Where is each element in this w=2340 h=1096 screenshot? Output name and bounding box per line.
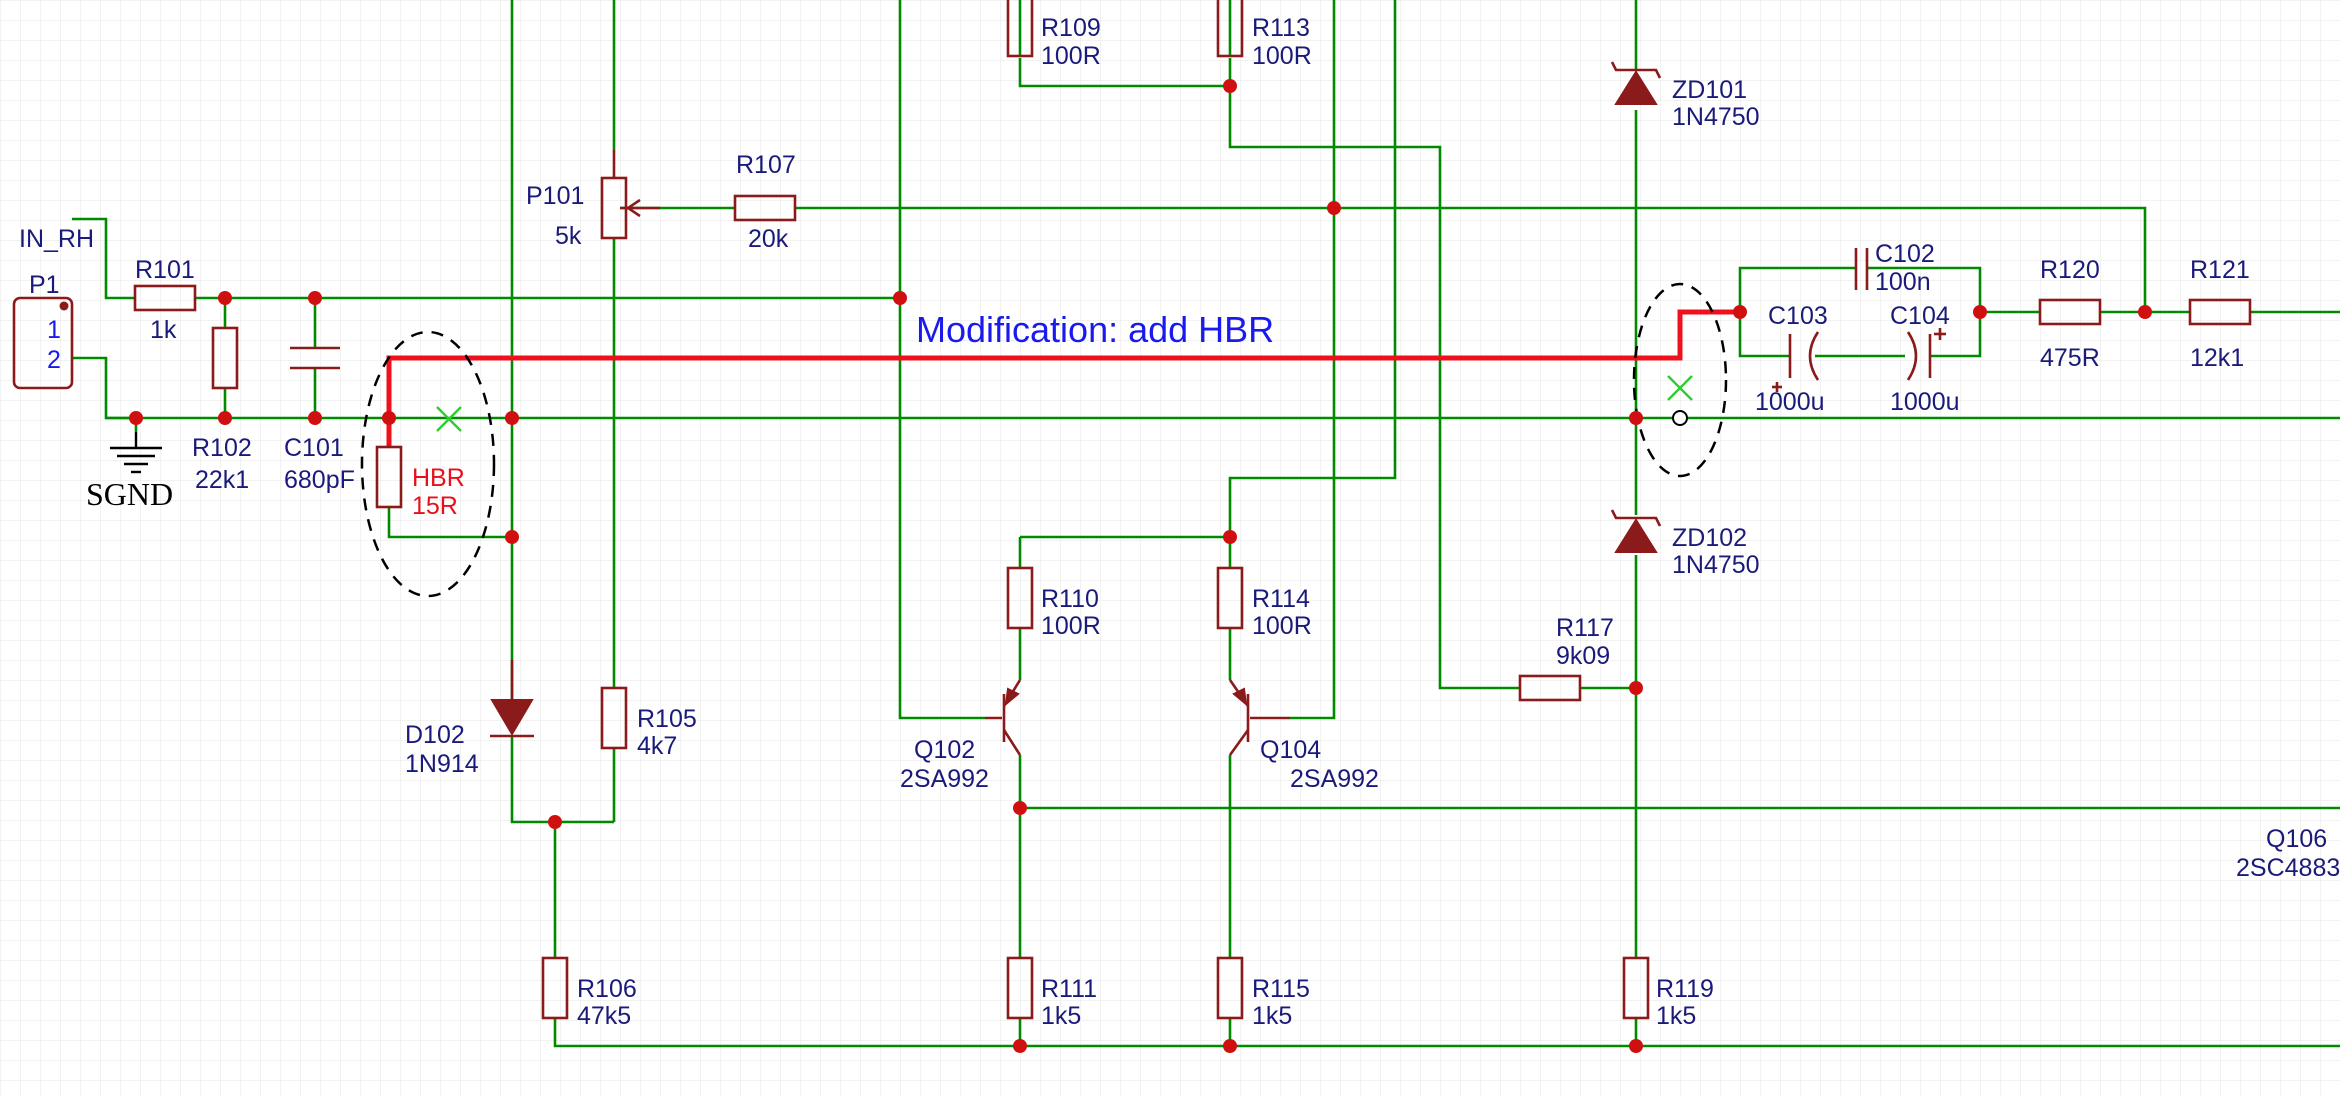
d102-diode bbox=[490, 660, 534, 738]
r102-resistor bbox=[211, 326, 239, 390]
hbr-ref: HBR bbox=[412, 464, 465, 492]
c103-value: 1000u bbox=[1755, 388, 1825, 416]
r111-resistor bbox=[1006, 956, 1034, 1020]
r101-value: 1k bbox=[150, 316, 177, 344]
r114-value: 100R bbox=[1252, 612, 1312, 640]
r120-ref: R120 bbox=[2040, 256, 2100, 284]
q104-value: 2SA992 bbox=[1290, 765, 1379, 793]
modification-highlight-right bbox=[1632, 282, 1728, 478]
p101-value: 5k bbox=[555, 222, 582, 250]
hbr-resistor bbox=[375, 445, 403, 509]
c102-value: 100n bbox=[1875, 268, 1931, 296]
r105-ref: R105 bbox=[637, 705, 697, 733]
q102-value: 2SA992 bbox=[900, 765, 989, 793]
r109-ref: R109 bbox=[1041, 14, 1101, 42]
r120-resistor bbox=[2038, 298, 2102, 326]
no-connect-marker-left bbox=[436, 406, 462, 432]
zd102-zener bbox=[1610, 509, 1662, 553]
d102-value: 1N914 bbox=[405, 750, 479, 778]
r109-value: 100R bbox=[1041, 42, 1101, 70]
r115-value: 1k5 bbox=[1252, 1002, 1292, 1030]
r102-ref: R102 bbox=[192, 434, 252, 462]
connector-pin-2: 2 bbox=[47, 346, 61, 374]
c101-capacitor bbox=[290, 346, 340, 370]
r119-value: 1k5 bbox=[1656, 1002, 1696, 1030]
r117-resistor bbox=[1518, 674, 1582, 702]
q106-ref: Q106 bbox=[2266, 825, 2327, 853]
r109-resistor bbox=[1006, 0, 1034, 58]
zd101-zener bbox=[1610, 61, 1662, 105]
connector-ref: P1 bbox=[29, 271, 60, 299]
r106-ref: R106 bbox=[577, 975, 637, 1003]
junctions bbox=[129, 79, 2152, 1053]
q102-transistor bbox=[985, 679, 1022, 756]
c104-capacitor bbox=[1906, 328, 1946, 381]
r117-value: 9k09 bbox=[1556, 642, 1610, 670]
p101-potentiometer bbox=[600, 150, 660, 240]
r107-resistor bbox=[733, 194, 797, 222]
c102-ref: C102 bbox=[1875, 240, 1935, 268]
d102-ref: D102 bbox=[405, 721, 465, 749]
r101-ref: R101 bbox=[135, 256, 195, 284]
c102-capacitor bbox=[1854, 248, 1869, 290]
net-label: IN_RH bbox=[19, 225, 94, 253]
r113-ref: R113 bbox=[1252, 14, 1310, 42]
r110-value: 100R bbox=[1041, 612, 1101, 640]
q106-value: 2SC4883 bbox=[2236, 854, 2340, 882]
no-connect-marker-right bbox=[1667, 375, 1693, 401]
c101-value: 680pF bbox=[284, 466, 355, 494]
r119-resistor bbox=[1622, 956, 1650, 1020]
connector-pin-1: 1 bbox=[47, 316, 61, 344]
r111-value: 1k5 bbox=[1041, 1002, 1081, 1030]
annotation-text: Modification: add HBR bbox=[916, 309, 1274, 350]
r115-ref: R115 bbox=[1252, 975, 1310, 1003]
r106-value: 47k5 bbox=[577, 1002, 631, 1030]
r121-resistor bbox=[2188, 298, 2252, 326]
ground-label: SGND bbox=[86, 476, 173, 512]
r105-value: 4k7 bbox=[637, 732, 677, 760]
r105-resistor bbox=[600, 686, 628, 750]
modification-wire bbox=[386, 309, 1740, 447]
r101-resistor bbox=[133, 284, 197, 312]
c104-value: 1000u bbox=[1890, 388, 1960, 416]
r114-ref: R114 bbox=[1252, 585, 1310, 613]
r119-ref: R119 bbox=[1656, 975, 1714, 1003]
r111-ref: R111 bbox=[1041, 975, 1097, 1003]
c104-ref: C104 bbox=[1890, 302, 1950, 330]
r113-value: 100R bbox=[1252, 42, 1312, 70]
q102-ref: Q102 bbox=[914, 736, 975, 764]
r121-value: 12k1 bbox=[2190, 344, 2244, 372]
r115-resistor bbox=[1216, 956, 1244, 1020]
r110-resistor bbox=[1006, 566, 1034, 630]
p101-ref: P101 bbox=[526, 182, 584, 210]
r121-ref: R121 bbox=[2190, 256, 2250, 284]
r113-resistor bbox=[1216, 0, 1244, 58]
r114-resistor bbox=[1216, 566, 1244, 630]
r107-ref: R107 bbox=[736, 151, 796, 179]
c103-ref: C103 bbox=[1768, 302, 1828, 330]
modification-highlight-left bbox=[360, 330, 496, 598]
open-pin-marker bbox=[1672, 410, 1688, 426]
hbr-value: 15R bbox=[412, 492, 458, 520]
zd101-value: 1N4750 bbox=[1672, 103, 1760, 131]
q104-ref: Q104 bbox=[1260, 736, 1321, 764]
r120-value: 475R bbox=[2040, 344, 2100, 372]
q104-transistor bbox=[1228, 679, 1290, 756]
ground-icon bbox=[110, 432, 162, 474]
r102-value: 22k1 bbox=[195, 466, 249, 494]
connector-p1 bbox=[12, 296, 74, 390]
zd101-ref: ZD101 bbox=[1672, 76, 1747, 104]
r107-value: 20k bbox=[748, 225, 789, 253]
c103-capacitor bbox=[1772, 331, 1820, 392]
r117-ref: R117 bbox=[1556, 614, 1614, 642]
r106-resistor bbox=[541, 956, 569, 1020]
c101-ref: C101 bbox=[284, 434, 344, 462]
wires bbox=[72, 0, 2340, 1048]
zd102-ref: ZD102 bbox=[1672, 524, 1747, 552]
r110-ref: R110 bbox=[1041, 585, 1099, 613]
component-bodies bbox=[133, 0, 2252, 1020]
zd102-value: 1N4750 bbox=[1672, 551, 1760, 579]
